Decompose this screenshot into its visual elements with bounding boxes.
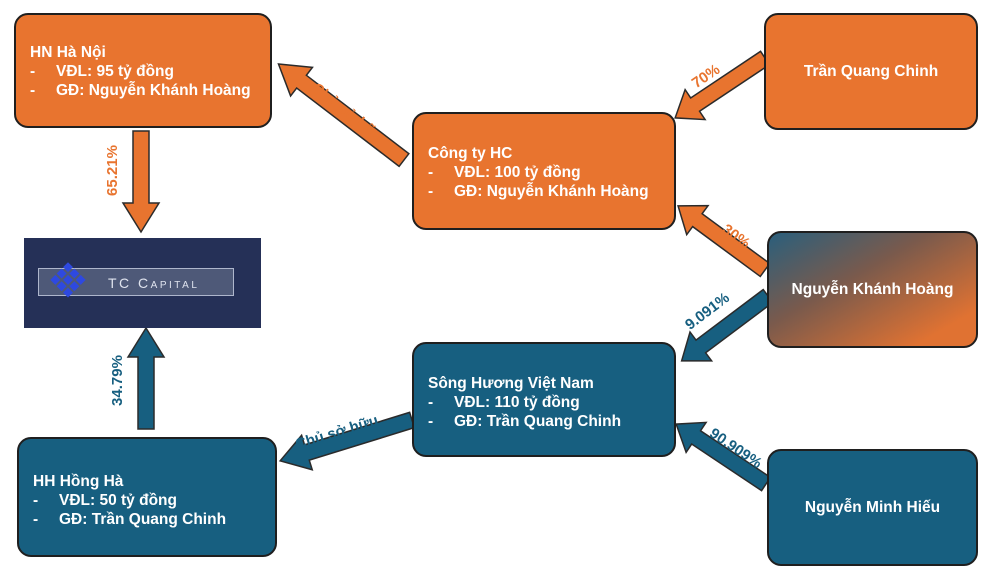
- edge-label-hn-to-tc: 65.21%: [103, 145, 121, 196]
- company-director: GĐ: Trần Quang Chinh: [454, 413, 622, 430]
- arrow-hoang-to-sh: [680, 288, 774, 362]
- company-capital: VĐL: 110 tỷ đồng: [454, 394, 580, 411]
- person-nguyen-khanh-hoang: Nguyễn Khánh Hoàng: [767, 231, 978, 348]
- company-hh-hong-ha: HH Hồng Hà -VĐL: 50 tỷ đồng -GĐ: Trần Qu…: [17, 437, 277, 557]
- company-capital: VĐL: 100 tỷ đồng: [454, 164, 581, 181]
- person-name: Nguyễn Khánh Hoàng: [791, 281, 954, 298]
- person-nguyen-minh-hieu: Nguyễn Minh Hiếu: [767, 449, 978, 566]
- company-capital: VĐL: 50 tỷ đồng: [59, 492, 177, 509]
- company-name: HN Hà Nội: [30, 44, 106, 61]
- company-capital: VĐL: 95 tỷ đồng: [56, 63, 174, 80]
- arrow-hc-to-hn: [277, 63, 410, 168]
- company-cong-ty-hc: Công ty HC -VĐL: 100 tỷ đồng -GĐ: Nguyễn…: [412, 112, 676, 230]
- company-name: HH Hồng Hà: [33, 473, 124, 490]
- company-director: GĐ: Nguyễn Khánh Hoàng: [56, 82, 251, 99]
- arrow-hieu-to-sh: [675, 421, 772, 492]
- arrow-hoang-to-hc: [677, 204, 771, 278]
- person-name: Trần Quang Chinh: [803, 63, 939, 80]
- company-hn-ha-noi: HN Hà Nội -VĐL: 95 tỷ đồng -GĐ: Nguyễn K…: [14, 13, 272, 128]
- edge-label-hh-to-tc: 34.79%: [108, 355, 126, 406]
- diamond-grid-icon: [50, 262, 86, 298]
- arrow-hn-to-tc: [121, 130, 161, 234]
- arrow-sh-to-hh: [278, 411, 416, 471]
- company-director: GĐ: Nguyễn Khánh Hoàng: [454, 183, 649, 200]
- logo-text: TC Capital: [108, 275, 200, 291]
- company-director: GĐ: Trần Quang Chinh: [59, 511, 227, 528]
- company-song-huong: Sông Hương Việt Nam -VĐL: 110 tỷ đồng -G…: [412, 342, 676, 457]
- arrow-hh-to-tc: [126, 326, 166, 430]
- person-tran-quang-chinh: Trần Quang Chinh: [764, 13, 978, 130]
- tc-capital-logo: TC Capital: [24, 238, 261, 328]
- company-name: Công ty HC: [428, 145, 513, 162]
- company-name: Sông Hương Việt Nam: [428, 375, 594, 392]
- arrow-chinh-to-hc: [674, 50, 771, 121]
- person-name: Nguyễn Minh Hiếu: [804, 499, 941, 516]
